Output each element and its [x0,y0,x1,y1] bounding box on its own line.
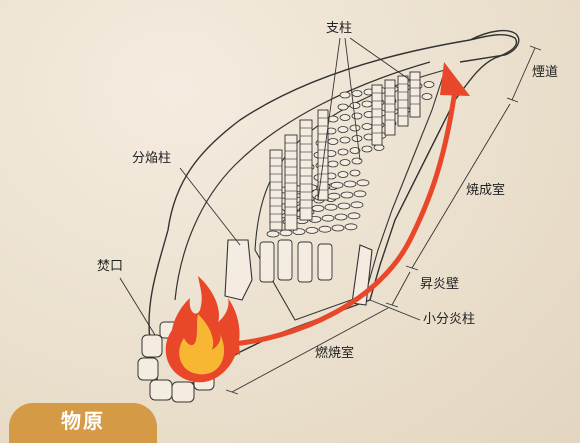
leader-lines [119,37,421,336]
label-small-flame-divider: 小分炎柱 [423,312,476,327]
pillar-post [299,119,313,221]
ware-piece [351,112,363,120]
ware-piece [339,159,351,166]
label-chimney: 煙道 [532,65,559,80]
ware-piece [349,169,361,177]
ware-piece [337,202,351,210]
firebox-stones [137,321,215,403]
dimension-brackets [225,45,542,395]
ware-piece [350,201,364,209]
ware-piece [311,204,325,212]
label-pillar: 支柱 [326,21,353,36]
ware-piece [327,160,339,168]
flame-arrow-head [440,62,470,96]
ware-piece [349,147,361,154]
pillar-post [317,109,329,201]
label-firebox-mouth: 焚口 [97,259,124,274]
pillar-post [397,75,409,127]
ware-piece [337,126,349,133]
ware-piece [423,81,435,88]
ware-piece [318,225,332,233]
flame-divider-pillar [224,239,253,301]
ware-piece [344,223,358,231]
ware-piece [321,214,335,222]
ware-piece [334,213,348,221]
ware-piece [343,180,357,188]
ware-piece [339,136,351,144]
ware-piece [339,114,351,121]
flame-path-arrow [219,87,458,348]
ware-piece [361,145,373,153]
chimney-top [459,29,520,63]
ware-piece [356,179,370,187]
ware-piece [347,212,361,220]
label-rising-flame-wall: 昇炎壁 [420,277,460,292]
pillar-post [409,71,421,118]
ware-piece [331,224,345,232]
ware-piece [361,100,373,108]
label-combustion-chamber: 燃焼室 [315,346,355,361]
fire-icon [165,276,240,383]
ware-piece [279,229,293,237]
ware-piece [353,190,367,198]
ware-piece [339,91,351,99]
ware-piece [351,90,363,97]
ware-piece [330,181,344,189]
ware-piece [340,191,354,199]
ware-piece [337,103,349,111]
label-firing-chamber: 焼成室 [466,183,506,198]
pillar-post [284,134,298,231]
ware-piece [305,226,319,234]
kiln-outer-shell [148,33,518,396]
monohara-badge[interactable]: 物原 [9,403,157,443]
ware-piece [349,102,361,109]
ware-piece [361,123,373,130]
ware-piece [337,148,349,156]
ware-piece [337,171,349,178]
ware-piece [349,124,361,132]
ware-piece [421,93,433,100]
pillar-post [371,84,383,146]
ware-piece [327,138,339,145]
ware-piece [351,157,363,165]
ware-piece [327,192,341,200]
ware-piece [324,203,338,211]
ware-piece [266,230,280,238]
small-flame-divider-columns [259,239,333,283]
label-flame-divider-pillar: 分焔柱 [132,151,172,166]
support-pillars [269,71,421,231]
kiln-inner-roof [174,61,431,301]
pillar-post [384,79,396,136]
